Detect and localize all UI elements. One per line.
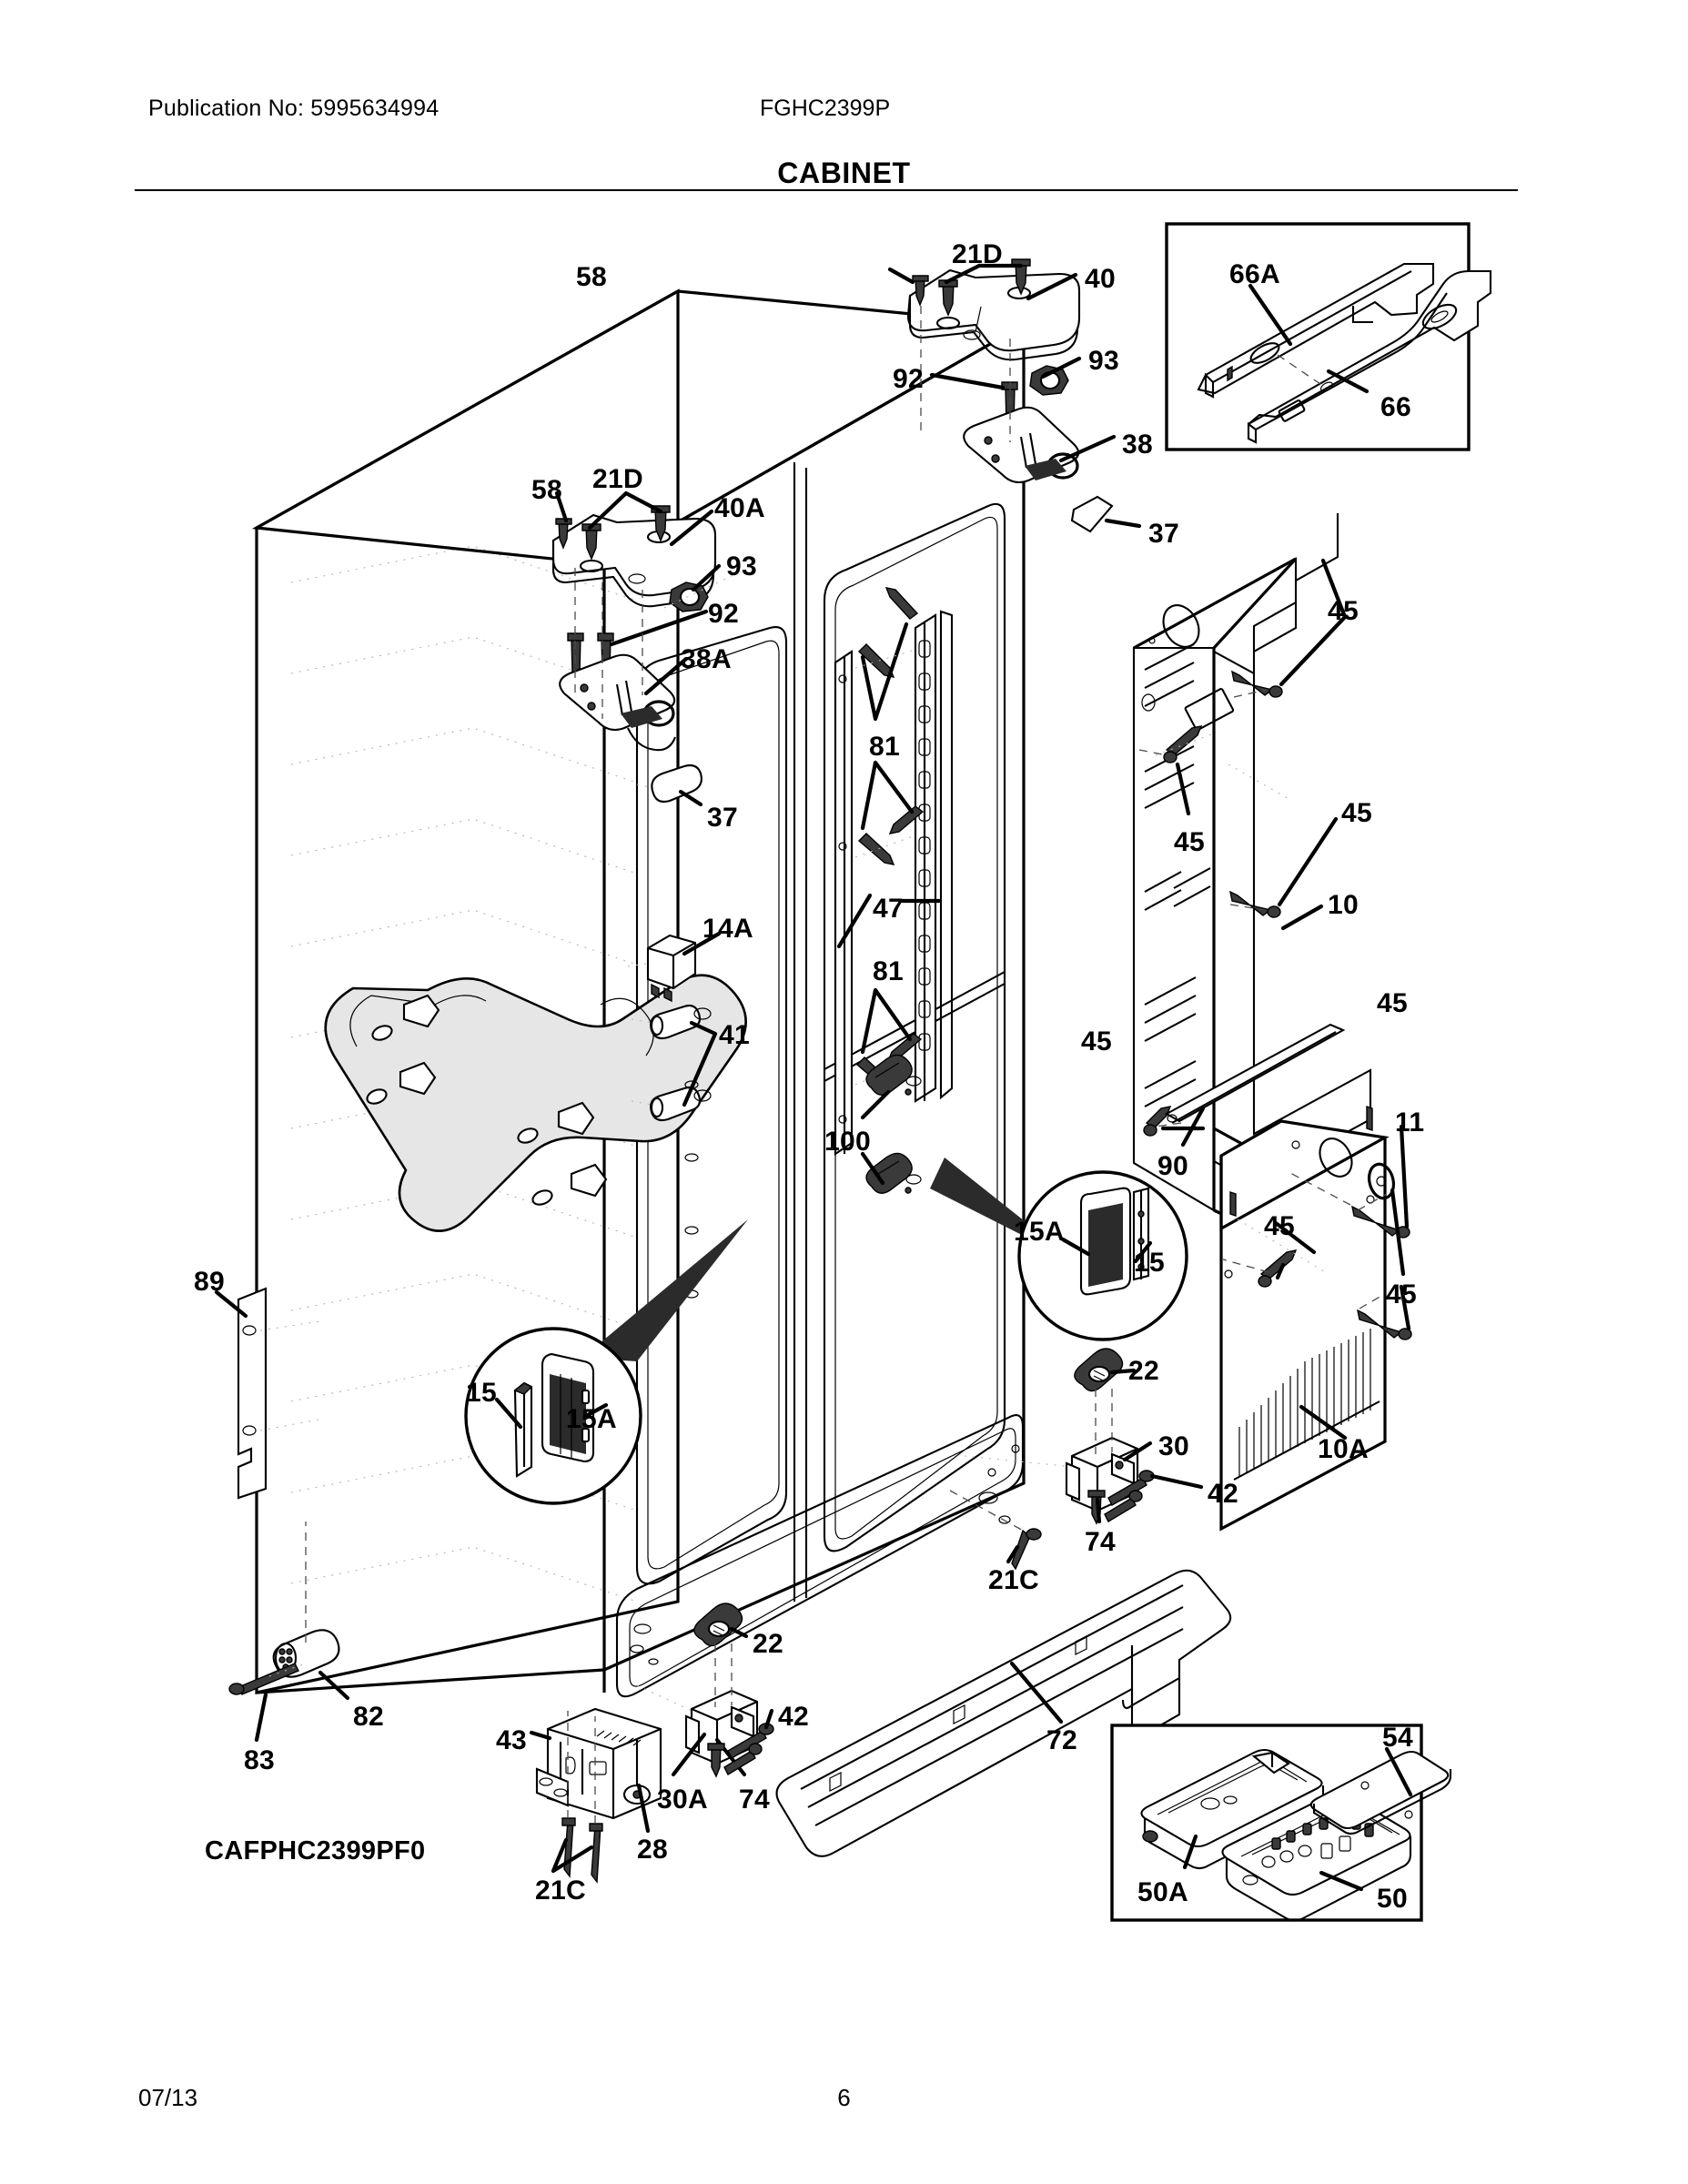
hinge-plate-38 [963, 406, 1080, 484]
callout-47: 47 [873, 894, 904, 924]
callout-54: 54 [1382, 1723, 1413, 1753]
callout-82: 82 [353, 1702, 384, 1732]
callout-81-upper: 81 [869, 732, 900, 762]
title-divider [135, 189, 1518, 191]
shelf-ladder-47 [914, 610, 954, 1103]
grommet-11 [1367, 1162, 1396, 1200]
control-board-inset-box [1110, 1724, 1452, 1922]
callout-90: 90 [1157, 1151, 1188, 1181]
callout-83: 83 [244, 1745, 275, 1775]
callout-45-c: 45 [1341, 798, 1372, 828]
callout-72: 72 [1046, 1725, 1077, 1755]
callout-45-g: 45 [1386, 1279, 1417, 1309]
callout-15-bubble-b: 15 [1134, 1248, 1165, 1278]
callout-93-mid: 93 [726, 551, 757, 581]
roller-bracket-43-28 [529, 1707, 662, 1884]
detail-bubble-lower-left [464, 1219, 748, 1505]
callout-40A: 40A [714, 493, 765, 523]
callout-50A: 50A [1137, 1877, 1188, 1907]
callout-89: 89 [194, 1267, 225, 1297]
callout-14A: 14A [702, 914, 753, 944]
callout-22-right: 22 [1128, 1356, 1159, 1386]
callout-37-upper: 37 [1148, 519, 1179, 549]
callout-15A-bubble-a: 15A [566, 1404, 617, 1434]
callout-92-top: 92 [893, 364, 924, 394]
callout-42-center: 42 [778, 1702, 809, 1732]
callout-21C-right: 21C [988, 1565, 1039, 1595]
top-left-hinge-assembly [551, 490, 738, 752]
callout-37-lower: 37 [707, 803, 738, 833]
callout-81-lower: 81 [873, 956, 904, 986]
side-bracket-89 [214, 1287, 321, 1500]
callout-92-mid: 92 [708, 599, 739, 629]
callout-30A: 30A [657, 1785, 708, 1815]
plug-37-lower [636, 763, 703, 807]
callout-50: 50 [1377, 1884, 1408, 1914]
publication-number: Publication No: 5995634994 [148, 96, 440, 121]
switch-14a [627, 931, 722, 1003]
callout-45-a: 45 [1328, 596, 1359, 626]
callout-10A: 10A [1318, 1434, 1369, 1464]
callout-66A: 66A [1229, 259, 1280, 289]
callout-45-d: 45 [1081, 1026, 1112, 1057]
callout-38: 38 [1122, 430, 1153, 460]
footer-date: 07/13 [138, 2084, 198, 2111]
callout-93-top: 93 [1088, 346, 1119, 376]
callout-45-e: 45 [1377, 988, 1408, 1018]
rear-access-panel-10a [1219, 1106, 1412, 1532]
callout-74-center: 74 [739, 1785, 770, 1815]
plug-37-upper [1070, 495, 1142, 533]
callout-45-f: 45 [1264, 1211, 1295, 1241]
callout-66: 66 [1380, 392, 1411, 422]
callout-58-mid: 58 [531, 475, 562, 505]
top-right-hinge-assembly [887, 258, 1117, 484]
callout-21D-mid: 21D [592, 464, 643, 494]
callout-11: 11 [1395, 1107, 1425, 1138]
callout-100: 100 [824, 1127, 871, 1157]
plug-button-100-a [865, 1054, 922, 1096]
drawer-rail-inset-box [1165, 222, 1492, 451]
callout-41: 41 [719, 1020, 750, 1050]
plug-button-100-b [865, 1152, 922, 1194]
door-gasket-seal [324, 974, 747, 1232]
callout-42-right: 42 [1208, 1479, 1238, 1509]
callout-38A: 38A [681, 644, 732, 674]
callout-45-b: 45 [1174, 827, 1205, 857]
callout-15-bubble-a: 15 [466, 1378, 497, 1408]
leveling-bracket-30a [636, 1603, 774, 1778]
bushing-93 [1029, 365, 1069, 396]
callout-40: 40 [1085, 264, 1116, 294]
toe-grille-72 [775, 1569, 1232, 1857]
axle-pin-83 [228, 1663, 299, 1743]
trim-rail-90 [1164, 1023, 1346, 1148]
leveling-bracket-30 [949, 1348, 1204, 1571]
footer-page-number: 6 [837, 2084, 851, 2111]
callout-21C-center: 21C [535, 1876, 586, 1906]
model-code-label: CAFPHC2399PF0 [205, 1836, 426, 1866]
callout-28: 28 [637, 1835, 668, 1865]
model-number: FGHC2399P [760, 96, 891, 121]
callout-30: 30 [1158, 1431, 1189, 1461]
hinge-plate-38a [559, 653, 676, 752]
callout-74-right: 74 [1085, 1527, 1116, 1557]
callout-10: 10 [1328, 890, 1359, 920]
callout-58-top: 58 [576, 262, 607, 292]
callout-15A-bubble-b: 15A [1014, 1217, 1065, 1247]
callout-43: 43 [496, 1725, 527, 1755]
detail-bubble-upper-right [930, 1158, 1188, 1341]
callout-21D-top: 21D [952, 239, 1003, 269]
bushing-41-a [650, 1004, 712, 1040]
shelf-rail-left [834, 650, 854, 1156]
page-title: CABINET [777, 157, 911, 189]
callout-22-center: 22 [753, 1629, 783, 1659]
